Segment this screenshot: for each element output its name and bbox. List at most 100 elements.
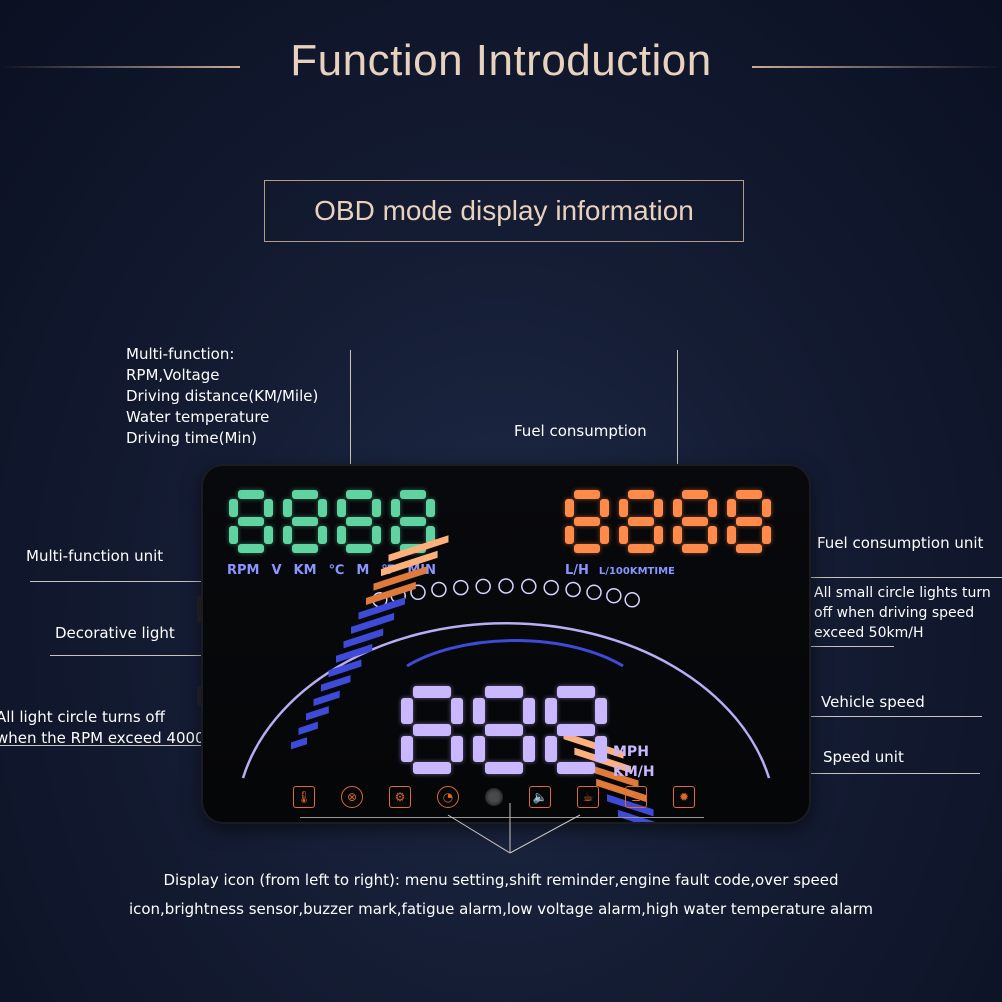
small-circle-label: All small circle lights turn off when dr… [814,583,991,643]
circle-light [475,578,491,595]
multi-function-line-2: RPM,Voltage [126,366,220,384]
rpm-bar [343,628,384,649]
green-digit [229,490,273,553]
digit-segment [451,736,463,762]
multi-function-line-1: Multi-function: [126,345,235,363]
digit-segment [473,736,485,762]
section-subtitle: OBD mode display information [264,180,744,242]
speed-units: MPH KM/H [613,742,655,782]
digit-segment [628,544,654,553]
digit-segment [628,517,654,526]
rpm-bar [585,763,639,788]
multi-function-unit-pointer [30,581,324,582]
digit-segment [654,526,663,544]
unit-rpm: RPM [227,563,260,578]
digit-segment [595,698,607,724]
fuel-consumption-units: L/H L/100KMTIME [565,563,675,578]
rpm-circle-line-1: All light circle turns off [0,708,165,726]
right-rpm-bars [563,732,661,822]
digit-segment [523,736,535,762]
rpm-bar [563,732,624,759]
digit-segment [337,526,346,544]
display-icons-caption-1: Display icon (from left to right): menu … [163,871,839,889]
coffee-icon: ☕ [577,786,599,808]
digit-segment [400,517,426,526]
vehicle-speed-digits [401,686,607,774]
speed-digit [473,686,535,774]
multi-function-line-3: Driving distance(KM/Mile) [126,387,319,405]
section-subtitle-text: OBD mode display information [314,195,694,226]
multi-function-line-5: Driving time(Min) [126,429,257,447]
digit-segment [401,736,413,762]
digit-segment [346,490,372,499]
digit-segment [557,686,595,698]
rpm-bar [388,535,449,562]
brightness-sensor-icon [485,788,503,806]
digit-segment [401,698,413,724]
digit-segment [426,499,435,517]
rpm-circle-pointer [0,745,270,746]
side-button-upper[interactable] [197,596,203,622]
circle-light [453,579,469,596]
circle-light [624,592,640,608]
orange-digit [619,490,663,553]
digit-segment [413,762,451,774]
circle-light [565,581,581,598]
digit-segment [736,544,762,553]
hud-display: RPM V KM ℃ M ℉ MIN L/H L/100KMTIME MPH K… [197,466,809,822]
digit-segment [682,490,708,499]
orange-digit [673,490,717,553]
digit-segment [682,544,708,553]
digit-segment [727,499,736,517]
rpm-bar [351,612,395,634]
rpm-bar [358,597,405,620]
digit-segment [736,490,762,499]
green-digit [337,490,381,553]
digit-segment [238,517,264,526]
digit-segment [523,698,535,724]
digit-segment [574,490,600,499]
small-circle-line-1: All small circle lights turn [814,585,991,601]
digit-segment [557,762,595,774]
rpm-circle-line-2: when the RPM exceed 4000r [0,729,211,747]
circle-light [606,587,622,604]
digit-segment [400,490,426,499]
icons-pointer-lines [447,803,581,854]
digit-segment [574,517,600,526]
multi-function-label: Multi-function: RPM,Voltage Driving dist… [126,344,318,449]
orange-digit [565,490,609,553]
digit-segment [318,499,327,517]
digit-segment [708,526,717,544]
digit-segment [762,526,771,544]
digit-segment [473,698,485,724]
icons-bottom-rule [300,817,704,818]
rpm-bar [298,721,318,735]
small-circle-line-2: off when driving speed [814,605,975,621]
rpm-bar [366,581,416,606]
circle-light [431,581,447,598]
page-title: Function Introduction [290,36,712,85]
digit-segment [264,499,273,517]
digit-segment [229,499,238,517]
unit-mph: MPH [613,744,649,760]
digit-segment [673,526,682,544]
digit-segment [673,499,682,517]
digit-segment [574,544,600,553]
digit-segment [557,724,595,736]
side-button-lower[interactable] [197,686,203,706]
digit-segment [628,490,654,499]
unit-km: KM [293,563,317,578]
digit-segment [654,499,663,517]
digit-segment [736,517,762,526]
digit-segment [346,544,372,553]
rpm-bar [617,809,661,822]
digit-segment [485,762,523,774]
digit-segment [682,517,708,526]
gear-icon: ✹ [673,786,695,808]
circle-light [521,578,537,595]
digit-segment [545,698,557,724]
digit-segment [426,526,435,544]
engine-icon: ⚙ [389,786,411,808]
digit-segment [372,499,381,517]
digit-segment [413,686,451,698]
